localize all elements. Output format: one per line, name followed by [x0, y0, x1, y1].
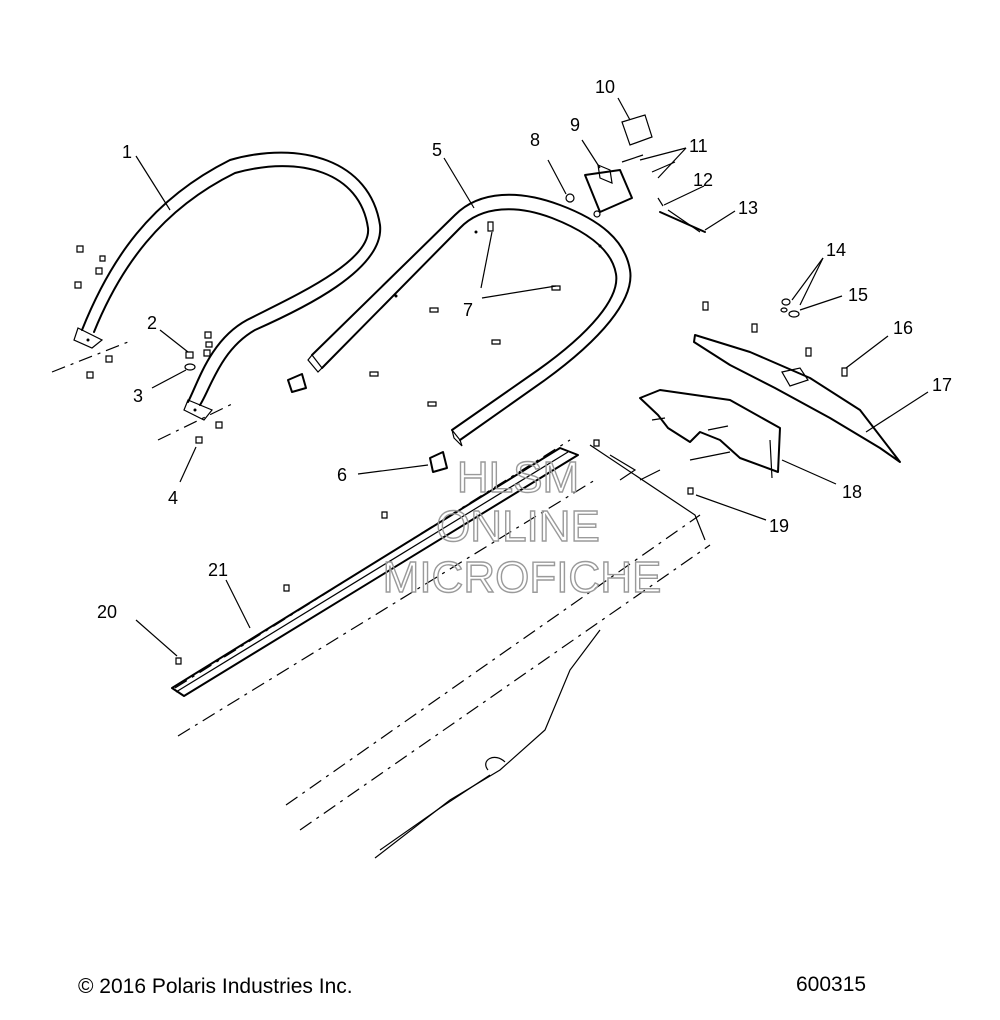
- callout-4: 4: [168, 488, 178, 508]
- callout-5: 5: [432, 140, 442, 160]
- part-17-rear-bracket: [693, 298, 901, 463]
- part-5-loop-bar: [307, 193, 632, 447]
- callout-17: 17: [932, 375, 952, 395]
- watermark-line-3: MICROFICHE: [383, 553, 662, 602]
- callout-leaders: [135, 97, 929, 657]
- callout-3: 3: [133, 386, 143, 406]
- callout-6: 6: [337, 465, 347, 485]
- callout-19: 19: [769, 516, 789, 536]
- fasteners-tunnel: [175, 439, 694, 665]
- callout-13: 13: [738, 198, 758, 218]
- callout-14: 14: [826, 240, 846, 260]
- callout-10: 10: [595, 77, 615, 97]
- watermark-line-2: ONLINE: [436, 502, 600, 551]
- callout-15: 15: [848, 285, 868, 305]
- callout-7: 7: [463, 300, 473, 320]
- centerline-1: [51, 341, 233, 441]
- watermark: HLSM ONLINE MICROFICHE: [382, 452, 662, 602]
- diagram-number: 600315: [796, 973, 867, 996]
- callout-20: 20: [97, 602, 117, 622]
- callout-2: 2: [147, 313, 157, 333]
- callout-21: 21: [208, 560, 228, 580]
- callout-8: 8: [530, 130, 540, 150]
- copyright-notice: © 2016 Polaris Industries Inc.: [78, 975, 353, 998]
- callout-labels: 1 2 3 4 5 6 7 8 9 10 11 12 13 14 15 16 1…: [97, 77, 952, 622]
- callout-9: 9: [570, 115, 580, 135]
- callout-18: 18: [842, 482, 862, 502]
- fasteners-part-7: [369, 221, 561, 407]
- callout-16: 16: [893, 318, 913, 338]
- callout-11: 11: [689, 136, 708, 156]
- part-1-loop-bar: [73, 151, 382, 421]
- part-21-runner: [171, 447, 579, 697]
- callout-12: 12: [693, 170, 713, 190]
- part-6-end-cap: [287, 373, 448, 473]
- fasteners-part-1: [74, 245, 223, 444]
- hinge-assembly: [565, 114, 706, 233]
- part-18-bumper-plate: [639, 389, 781, 479]
- callout-1: 1: [122, 142, 132, 162]
- watermark-line-1: HLSM: [457, 453, 579, 502]
